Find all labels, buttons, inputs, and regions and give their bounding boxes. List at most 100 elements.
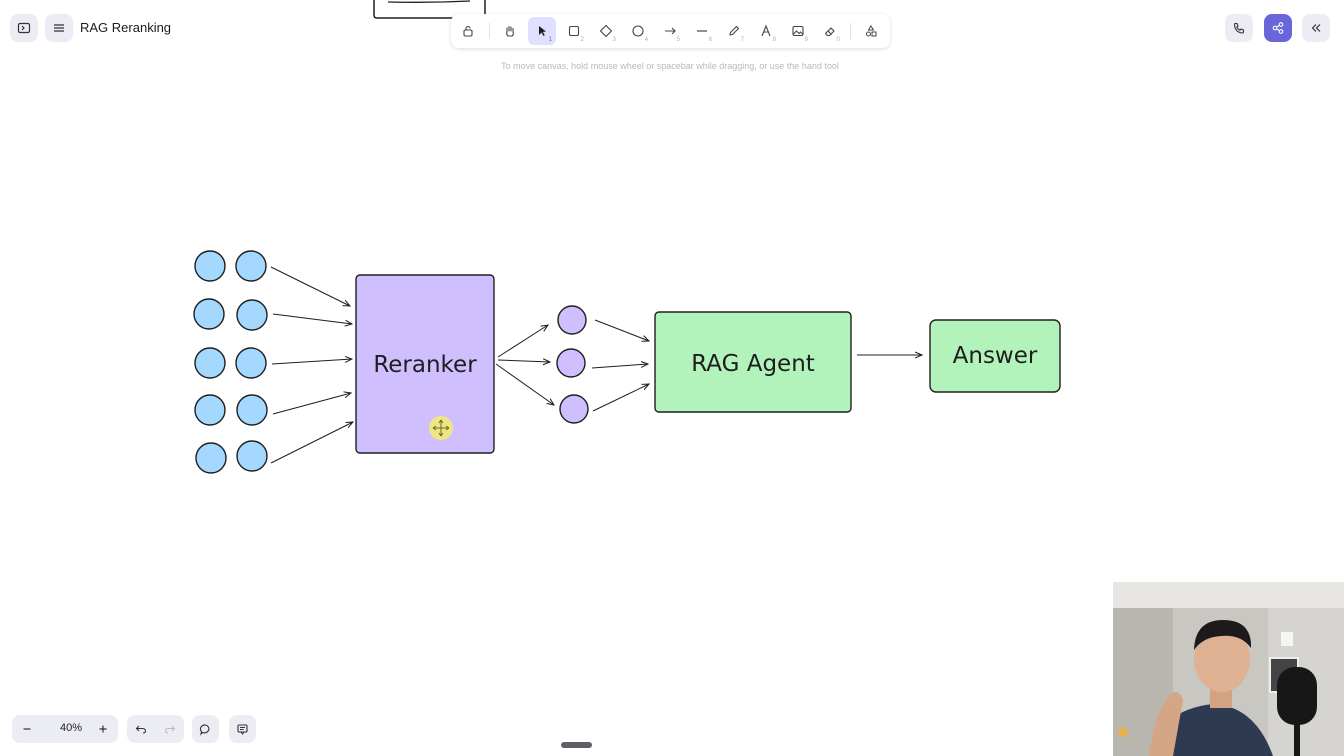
undo-icon	[135, 725, 147, 734]
presenter-video	[1113, 582, 1344, 756]
zoom-in-button[interactable]	[88, 715, 118, 743]
rectangle-icon	[568, 25, 580, 37]
document-circle[interactable]	[235, 347, 267, 379]
shortcut-key: 6	[708, 37, 712, 43]
ellipse-tool-button[interactable]: 4	[624, 17, 652, 45]
share-button[interactable]	[1264, 14, 1292, 42]
arrow-icon	[665, 27, 676, 35]
image-icon	[792, 25, 804, 37]
selection-tool-button[interactable]: 1	[528, 17, 556, 45]
shortcut-key: 5	[676, 37, 680, 43]
rag-agent-label: RAG Agent	[691, 351, 815, 377]
shortcut-key: 1	[548, 37, 552, 43]
eraser-tool-button[interactable]: 0	[816, 17, 844, 45]
document-circle[interactable]	[194, 250, 226, 282]
zoom-level[interactable]: 40%	[59, 722, 83, 734]
document-circle[interactable]	[236, 440, 268, 472]
eraser-icon	[824, 27, 835, 37]
speech-bubble-icon	[199, 723, 210, 736]
shortcut-key: 4	[644, 37, 648, 43]
phone-icon	[1233, 22, 1245, 34]
diamond-icon	[599, 24, 613, 38]
line-tool-button[interactable]: 6	[688, 17, 716, 45]
library-toggle-button[interactable]	[10, 14, 38, 42]
pencil-icon	[729, 25, 740, 36]
reranked-circle[interactable]	[557, 305, 587, 335]
minus-icon	[23, 728, 31, 730]
arrow[interactable]	[592, 384, 649, 412]
document-circle[interactable]	[193, 298, 225, 330]
toolbar-divider	[489, 23, 490, 39]
rectangle-tool-button[interactable]: 2	[560, 17, 588, 45]
history-controls	[127, 715, 184, 743]
arrow[interactable]	[270, 422, 353, 464]
horizontal-scrollbar[interactable]	[561, 742, 592, 748]
document-circle[interactable]	[236, 394, 268, 426]
text-tool-button[interactable]: 8	[752, 17, 780, 45]
collapse-sidebar-button[interactable]	[1302, 14, 1330, 42]
text-icon	[761, 24, 771, 37]
call-button[interactable]	[1225, 14, 1253, 42]
more-shapes-icon	[866, 25, 877, 37]
webcam-overlay	[1113, 582, 1344, 756]
shortcut-key: 0	[836, 37, 840, 43]
diamond-tool-button[interactable]: 3	[592, 17, 620, 45]
arrow[interactable]	[591, 364, 648, 369]
lock-icon	[463, 25, 473, 37]
document-circle[interactable]	[236, 299, 268, 331]
arrow[interactable]	[497, 360, 550, 362]
shortcut-key: 2	[580, 37, 584, 43]
shortcut-key: 9	[804, 37, 808, 43]
reranked-circle[interactable]	[559, 394, 589, 424]
plus-icon	[99, 725, 107, 733]
presentation-button[interactable]	[229, 715, 256, 743]
answer-label: Answer	[953, 343, 1038, 369]
shortcut-key: 8	[772, 37, 776, 43]
share-icon	[1272, 22, 1284, 34]
reranker-label: Reranker	[373, 352, 477, 378]
arrow[interactable]	[272, 313, 352, 324]
double-chevron-left-icon	[1311, 24, 1321, 32]
document-circle[interactable]	[195, 442, 227, 474]
reranker-box[interactable]	[355, 274, 495, 454]
arrow-tool-button[interactable]: 5	[656, 17, 684, 45]
answer-box[interactable]	[929, 319, 1061, 393]
zoom-controls: 40%	[12, 715, 118, 743]
pencil-tool-button[interactable]: 7	[720, 17, 748, 45]
line-icon	[697, 30, 707, 32]
zoom-out-button[interactable]	[12, 715, 42, 743]
document-circle[interactable]	[194, 394, 226, 426]
undo-button[interactable]	[127, 715, 155, 743]
canvas-hint: To move canvas, hold mouse wheel or spac…	[501, 61, 839, 71]
lock-tool-button[interactable]	[454, 17, 482, 45]
hand-icon	[506, 25, 514, 37]
shortcut-key: 7	[740, 37, 744, 43]
arrow[interactable]	[594, 319, 649, 341]
comments-button[interactable]	[192, 715, 219, 743]
pointer-icon	[539, 26, 546, 36]
document-circle[interactable]	[235, 250, 267, 282]
arrow[interactable]	[270, 266, 350, 306]
shortcut-key: 3	[612, 37, 616, 43]
document-title: RAG Reranking	[80, 20, 172, 35]
redo-button[interactable]	[156, 715, 184, 743]
hand-tool-button[interactable]	[496, 17, 524, 45]
sidebar-icon	[17, 22, 31, 34]
offscreen-stroke[interactable]	[387, 0, 471, 3]
main-menu-button[interactable]	[45, 14, 73, 42]
arrow[interactable]	[497, 325, 548, 358]
document-circle[interactable]	[194, 347, 226, 379]
arrow[interactable]	[271, 359, 352, 365]
shapes-toolbar: 1 2 3 4 5 6 7 8 9 0	[451, 14, 890, 48]
arrow[interactable]	[495, 363, 554, 405]
arrow[interactable]	[272, 393, 351, 415]
move-cursor-icon	[432, 419, 450, 437]
image-tool-button[interactable]: 9	[784, 17, 812, 45]
rag-agent-box[interactable]	[654, 311, 852, 413]
toolbar-divider	[850, 23, 851, 39]
message-square-icon	[237, 723, 248, 735]
reranked-circle[interactable]	[556, 348, 586, 378]
ellipse-icon	[632, 25, 644, 37]
more-tools-button[interactable]	[857, 17, 885, 45]
